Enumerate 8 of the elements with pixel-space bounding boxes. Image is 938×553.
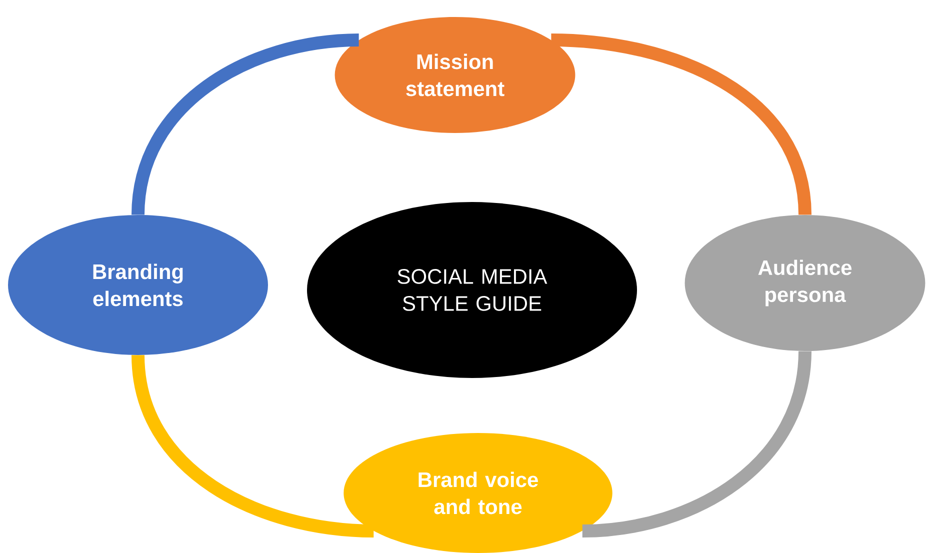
ellipse-node: Branding elements — [8, 214, 268, 355]
ellipse-node: Brand voice and tone — [344, 432, 612, 553]
ellipse-node: Audience persona — [684, 214, 926, 351]
arc-connector — [132, 33, 360, 216]
arc-connector — [582, 350, 812, 538]
ellipse-node: Mission statement — [334, 17, 576, 133]
arc-connector — [550, 33, 812, 216]
arc-connector — [132, 354, 374, 538]
